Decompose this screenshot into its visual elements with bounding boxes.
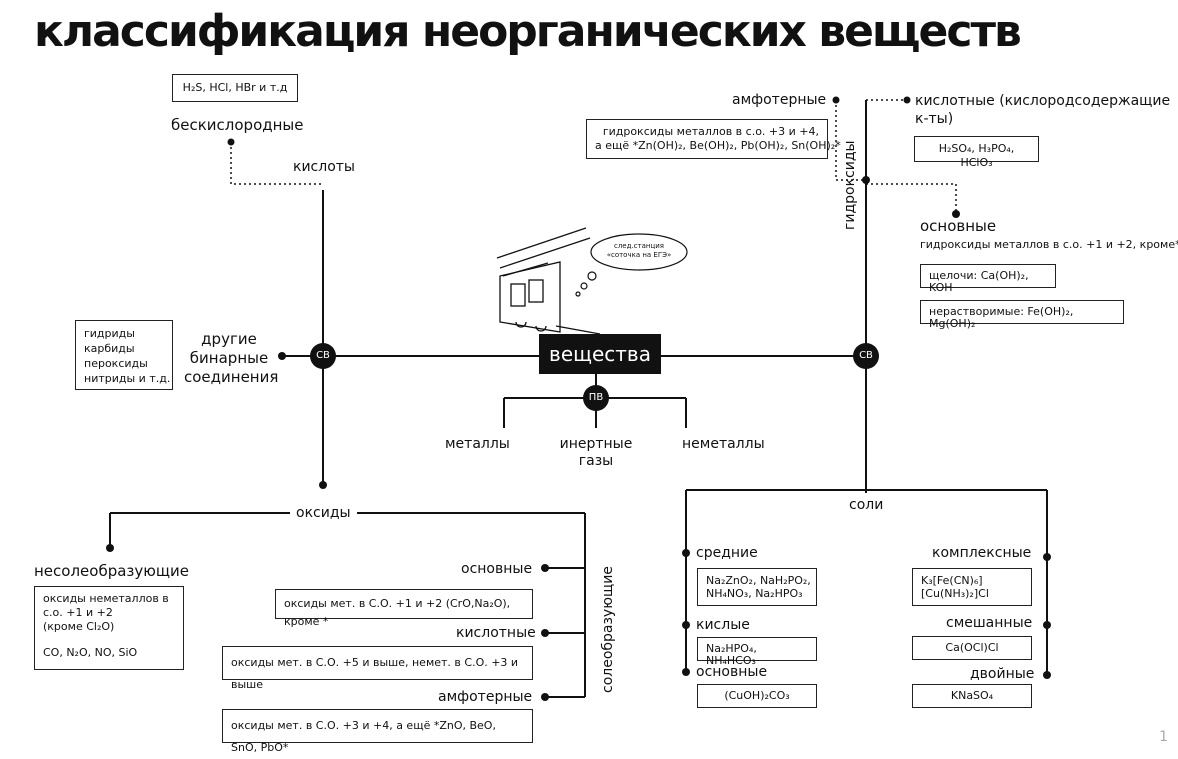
root-node: вещества (539, 334, 661, 374)
oxygenless-acids-label: бескислородные (171, 116, 304, 134)
nonmetals-label: неметаллы (682, 436, 765, 452)
complex-salts-label: комплексные (932, 545, 1032, 561)
amph-oxides-label: амфотерные (438, 689, 533, 705)
amph-oxides-box: оксиды мет. в С.О. +3 и +4, а ещё *ZnO, … (222, 709, 533, 754)
basic-salts-box: (CuOH)₂CO₃ (697, 684, 817, 708)
alkali-box: щелочи: Ca(OH)₂, KOH (920, 264, 1056, 294)
oxides-label: оксиды (296, 505, 351, 521)
salts-label: соли (849, 497, 884, 513)
acid-salts-label: кислые (696, 617, 750, 633)
insoluble-box: нерастворимые: Fe(OH)₂, Mg(OH)₂ (920, 300, 1124, 330)
acidic-oxides-label: кислотные (456, 625, 536, 641)
basic-oxides-box: оксиды мет. в С.О. +1 и +2 (CrO,Na₂O), к… (275, 589, 533, 628)
mixed-salts-label: смешанные (946, 615, 1033, 631)
basic-hydroxides-label: основные (920, 217, 997, 235)
basic-hydroxides-desc: гидроксиды металлов в с.о. +1 и +2, кром… (920, 238, 1178, 251)
train-bubble: след.станция «соточка на ЕГЭ» (606, 242, 672, 259)
simple-badge: ПВ (583, 385, 609, 411)
hydroxides-label: гидроксиды (842, 140, 858, 230)
nonsalt-oxides-label: несолеобразующие (34, 562, 190, 580)
amph-hydroxides-label: амфотерные (732, 92, 827, 108)
other-binary-examples: гидриды карбиды пероксиды нитриды и т.д. (75, 320, 173, 390)
page-title: классификация неорганических веществ (34, 6, 1022, 57)
oxygenless-acids-examples: H₂S, HCl, HBr и т.д (172, 74, 298, 102)
medium-salts-box: Na₂ZnO₂, NaH₂PO₂, NH₄NO₃, Na₂HPO₃ (697, 568, 817, 606)
acids-label: кислоты (293, 159, 355, 175)
noble-gases-label: инертные газы (559, 436, 633, 469)
double-salts-box: KNaSO₄ (912, 684, 1032, 708)
basic-salts-label: основные (696, 664, 768, 680)
mixed-salts-box: Ca(OCl)Cl (912, 636, 1032, 660)
double-salts-label: двойные (970, 666, 1035, 682)
metals-label: металлы (445, 436, 510, 452)
acidic-hydroxides-label: кислотные (кислородсодержащие к-ты) (915, 93, 1171, 127)
acidic-hydroxides-box: H₂SO₄, H₃PO₄, HClO₃ (914, 136, 1039, 169)
train-icon (496, 227, 601, 335)
nonsalt-oxides-box: оксиды неметаллов в с.о. +1 и +2 (кроме … (34, 586, 184, 670)
amph-hydroxides-box: гидроксиды металлов в с.о. +3 и +4, а ещ… (586, 119, 841, 159)
complex-salts-box: K₃[Fe(CN)₆] [Cu(NH₃)₂]Cl (912, 568, 1032, 606)
medium-salts-label: средние (696, 545, 758, 561)
other-binary-label: другие бинарные соединения (184, 330, 279, 386)
complex-badge-left: СВ (310, 343, 336, 369)
acid-salts-box: Na₂HPO₄, NH₄HCO₃ (697, 637, 817, 667)
acidic-oxides-box: оксиды мет. в С.О. +5 и выше, немет. в С… (222, 646, 533, 691)
saltforming-oxides-label: солеобразующие (600, 566, 616, 693)
basic-oxides-label: основные (461, 561, 533, 577)
complex-badge-right: СВ (853, 343, 879, 369)
page-number: 1 (1159, 729, 1168, 745)
